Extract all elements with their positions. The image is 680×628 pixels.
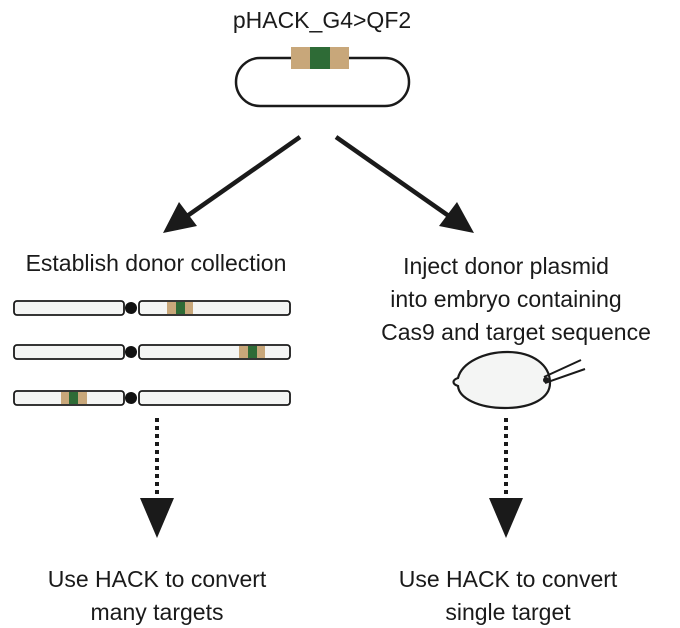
plasmid-diagram [234, 47, 411, 108]
left-outcome-line2: many targets [90, 599, 224, 625]
arrowhead-right [439, 202, 474, 233]
right-branch-title-line2: into embryo containing [390, 286, 622, 312]
chromosome-3 [13, 390, 291, 406]
arrowhead-left-bottom [140, 498, 174, 538]
right-branch-title-line3: Cas9 and target sequence [381, 319, 651, 345]
right-outcome-line2: single target [445, 599, 571, 625]
arrow-to-inject-embryo [334, 135, 458, 223]
split-arrows [163, 135, 474, 233]
right-outcome-line1: Use HACK to convert [398, 566, 618, 592]
arrowhead-left [163, 202, 197, 233]
chromosome-2 [13, 344, 291, 360]
plasmid-label: pHACK_G4>QF2 [232, 7, 412, 33]
injection-point [543, 377, 549, 383]
arrow-to-donor-collection [178, 135, 302, 223]
centromere [125, 302, 137, 314]
donor-cassette-green [176, 302, 185, 314]
injection-needle-upper [543, 359, 582, 378]
donor-cassette-green [69, 392, 78, 404]
donor-chromosomes [13, 300, 291, 406]
arrowhead-right-bottom [489, 498, 523, 538]
embryo-injection [452, 350, 586, 410]
injection-needle-lower [544, 368, 586, 384]
centromere [125, 346, 137, 358]
plasmid-cassette-green [310, 47, 330, 69]
left-branch-title: Establish donor collection [25, 250, 287, 276]
embryo [452, 350, 552, 410]
donor-cassette-green [248, 346, 257, 358]
right-branch-title-line1: Inject donor plasmid [403, 253, 609, 279]
chromosome-1 [13, 300, 291, 316]
centromere [125, 392, 137, 404]
dotted-arrows [140, 418, 523, 538]
left-outcome-line1: Use HACK to convert [47, 566, 267, 592]
